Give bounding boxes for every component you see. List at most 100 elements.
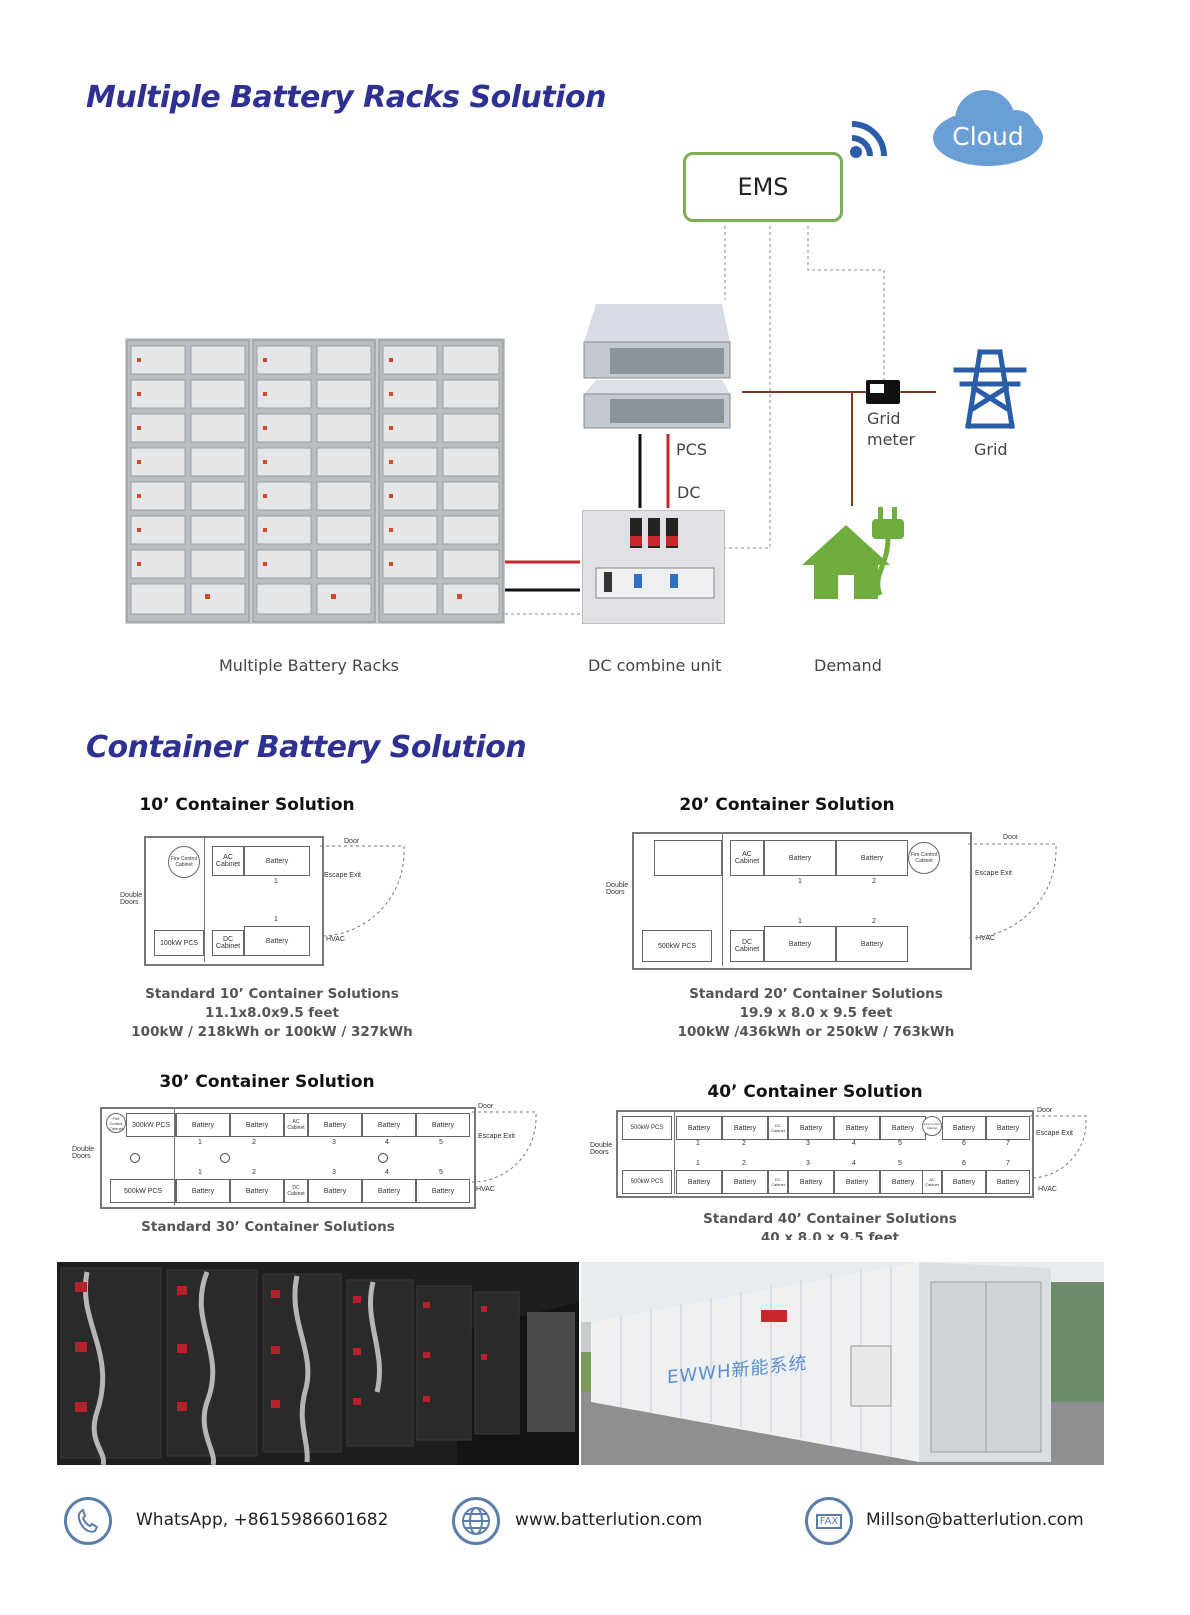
caption-battery-racks: Multiple Battery Racks (219, 656, 399, 675)
c40-battery-bottom-4: Battery (834, 1170, 880, 1194)
c40-num: 1 (696, 1140, 700, 1147)
c30-pcs-bottom: 500kW PCS (110, 1179, 176, 1203)
c30-num: 2 (252, 1169, 256, 1176)
c30-door-label: Door (478, 1103, 494, 1110)
c20-num: 1 (798, 878, 802, 885)
ems-label: EMS (737, 173, 789, 201)
c40-double-doors: Double Doors (590, 1142, 613, 1156)
c40-battery-bottom-2: Battery (722, 1170, 768, 1194)
c40-battery-top-4: Battery (834, 1116, 880, 1140)
c40-battery-bottom-7: Battery (986, 1170, 1030, 1194)
c20-title: 20’ Container Solution (679, 795, 895, 815)
ems-box: EMS (683, 152, 843, 222)
c40-battery-bottom-3: Battery (788, 1170, 834, 1194)
c40-escape-exit: Escape Exit (1036, 1130, 1073, 1137)
c30-battery-top-5: Battery (416, 1113, 470, 1137)
c10-escape-exit: Escape Exit (324, 872, 361, 879)
footer-email[interactable]: Millson@batterlution.com (866, 1510, 1084, 1530)
c30-battery-top-2: Battery (230, 1113, 284, 1137)
c40-num: 2 (742, 1160, 746, 1167)
c40-num: 4 (852, 1140, 856, 1147)
c10-ac-cabinet: AC Cabinet (212, 846, 244, 876)
c20-battery-bottom-2: Battery (836, 926, 908, 962)
c30-num: 3 (332, 1169, 336, 1176)
c30-battery-bottom-1: Battery (176, 1179, 230, 1203)
c10-fire-cabinet: Fire Control Cabinet (168, 846, 200, 878)
c30-num: 5 (439, 1169, 443, 1176)
c40-num: 4 (852, 1160, 856, 1167)
c20-door-label: Door (1003, 834, 1019, 841)
c10-dc-cabinet: DC Cabinet (212, 930, 244, 956)
c40-battery-top-6: Battery (942, 1116, 986, 1140)
c20-spec-line1: Standard 20’ Container Solutions (689, 986, 943, 1002)
c40-spec: Standard 40’ Container Solutions 40 x 8.… (670, 1210, 990, 1240)
c10-pcs: 100kW PCS (154, 930, 204, 956)
c40-num: 2 (742, 1140, 746, 1147)
wifi-icon (848, 116, 894, 165)
c30-double-doors: Double Doors (72, 1146, 95, 1160)
fax-icon: FAX (805, 1497, 853, 1545)
c30-num: 1 (198, 1169, 202, 1176)
c40-battery-top-7: Battery (986, 1116, 1030, 1140)
c30-spec: Standard 30’ Container Solutions (108, 1218, 428, 1237)
section1-title: Multiple Battery Racks Solution (86, 80, 606, 115)
grid-tower-icon (950, 348, 1030, 435)
c30-battery-bottom-5: Battery (416, 1179, 470, 1203)
c30-ac-cabinet: AC Cabinet (284, 1113, 308, 1137)
footer-website[interactable]: www.batterlution.com (515, 1510, 703, 1530)
c30-hvac: HVAC (476, 1186, 495, 1193)
c20-door-swing (968, 843, 1057, 939)
c30-battery-top-4: Battery (362, 1113, 416, 1137)
c40-floorplan: 500kW PCS Battery Battery DC Cabinet Bat… (616, 1110, 1034, 1198)
c10-hvac: HVAC (326, 936, 345, 943)
c20-fire-cabinet: Fire Control Cabinet (908, 842, 940, 874)
c40-pcs-top: 500kW PCS (622, 1116, 672, 1140)
c40-title: 40’ Container Solution (707, 1082, 923, 1102)
c20-floorplan: AC Cabinet Battery Battery Fire Control … (632, 832, 972, 970)
dc-label: DC (677, 483, 701, 502)
c10-spec-line1: Standard 10’ Container Solutions (145, 986, 399, 1002)
grid-meter-label: Grid meter (867, 409, 916, 449)
c30-battery-bottom-3: Battery (308, 1179, 362, 1203)
c30-num: 1 (198, 1139, 202, 1146)
c40-battery-top-3: Battery (788, 1116, 834, 1140)
c40-num: 5 (898, 1160, 902, 1167)
c40-num: 6 (962, 1140, 966, 1147)
caption-demand: Demand (814, 656, 882, 675)
house-plug-icon (802, 505, 906, 606)
c30-title: 30’ Container Solution (159, 1072, 375, 1092)
c30-battery-bottom-4: Battery (362, 1179, 416, 1203)
c40-pcs-bottom: 500kW PCS (622, 1170, 672, 1194)
c20-ac-cabinet: AC Cabinet (730, 840, 764, 876)
c40-fire-cabinet: Fire Control Cabinet (922, 1116, 942, 1136)
cloud-label: Cloud (952, 122, 1024, 151)
c30-pcs-top: 300kW PCS (126, 1113, 176, 1137)
c20-pcs: 500kW PCS (642, 930, 712, 962)
c20-num: 2 (872, 878, 876, 885)
dc-combine-unit-image (581, 509, 726, 625)
c10-title: 10’ Container Solution (139, 795, 355, 815)
c40-battery-bottom-1: Battery (676, 1170, 722, 1194)
c30-battery-top-3: Battery (308, 1113, 362, 1137)
c20-double-doors: Double Doors (606, 882, 629, 896)
c10-spec-line3: 100kW / 218kWh or 100kW / 327kWh (131, 1024, 413, 1040)
c20-battery-top-2: Battery (836, 840, 908, 876)
grid-label: Grid (974, 440, 1008, 459)
c40-num: 3 (806, 1140, 810, 1147)
c20-battery-bottom-1: Battery (764, 926, 836, 962)
c10-battery-top: Battery (244, 846, 310, 876)
c20-num: 1 (798, 918, 802, 925)
battery-racks-image (125, 338, 505, 624)
c30-door-swing (472, 1111, 537, 1183)
c20-spec-line2: 19.9 x 8.0 x 9.5 feet (739, 1005, 893, 1021)
globe-icon (452, 1497, 500, 1545)
c30-num: 4 (385, 1169, 389, 1176)
c10-num: 1 (274, 916, 278, 923)
c10-spec-line2: 11.1x8.0x9.5 feet (205, 1005, 339, 1021)
c30-spec-line1: Standard 30’ Container Solutions (141, 1219, 395, 1235)
c20-escape-exit: Escape Exit (975, 870, 1012, 877)
phone-icon (64, 1497, 112, 1545)
c40-num: 1 (696, 1160, 700, 1167)
c30-fire-cabinet: Fire Control Cabinet (106, 1113, 126, 1133)
footer-whatsapp[interactable]: WhatsApp, +8615986601682 (136, 1510, 389, 1530)
